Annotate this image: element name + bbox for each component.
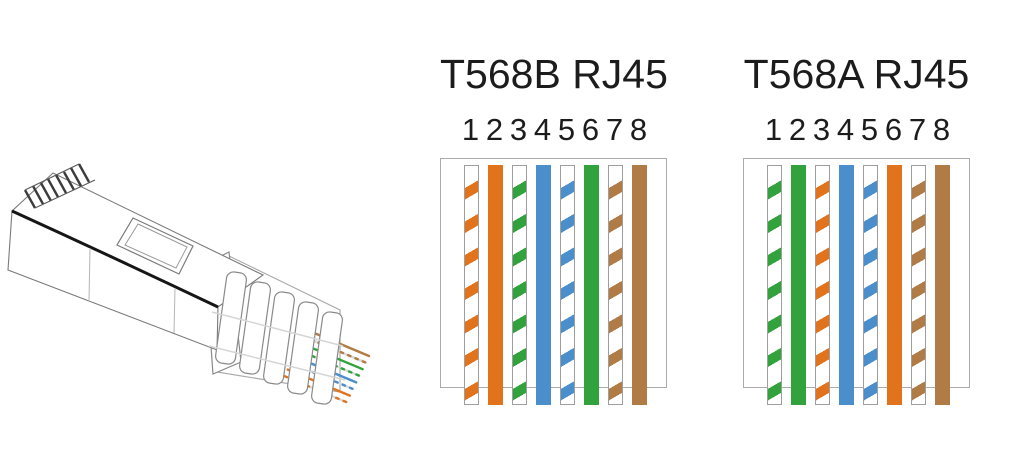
wire-white-green xyxy=(512,165,527,405)
pin-number-3: 3 xyxy=(509,112,528,147)
pin-number-5: 5 xyxy=(557,112,576,147)
pin-number-2: 2 xyxy=(485,112,504,147)
pin-number-5: 5 xyxy=(860,112,879,147)
boot-mold-line xyxy=(208,345,346,381)
boot-ribs xyxy=(215,271,343,405)
boot-mold-line xyxy=(211,311,344,347)
wire-green xyxy=(584,165,599,405)
wire-box xyxy=(440,158,667,405)
pin-number-7: 7 xyxy=(605,112,624,147)
pin-number-7: 7 xyxy=(908,112,927,147)
wire-white-orange xyxy=(815,165,830,405)
pin-number-4: 4 xyxy=(836,112,855,147)
wire-orange xyxy=(488,165,503,405)
latch-window-outer xyxy=(116,217,194,275)
wire-blue xyxy=(536,165,551,405)
pin-number-2: 2 xyxy=(788,112,807,147)
wire-green xyxy=(791,165,806,405)
pin-number-1: 1 xyxy=(461,112,480,147)
pin-number-3: 3 xyxy=(812,112,831,147)
front-panel-line xyxy=(173,287,176,334)
pin-number-8: 8 xyxy=(629,112,648,147)
wire-brown xyxy=(632,165,647,405)
contact-comb xyxy=(23,163,91,209)
wire-brown xyxy=(935,165,950,405)
pin-number-8: 8 xyxy=(932,112,951,147)
plug-front-edge xyxy=(11,209,219,309)
pin-number-6: 6 xyxy=(884,112,903,147)
wire-orange xyxy=(887,165,902,405)
comb-top-edge xyxy=(24,163,80,191)
wire-white-brown xyxy=(608,165,623,405)
wire-blue xyxy=(839,165,854,405)
comb-base-edge xyxy=(34,179,96,209)
wire-white-blue xyxy=(863,165,878,405)
diagram-title: T568A RJ45 xyxy=(743,51,970,97)
wire-white-orange xyxy=(464,165,479,405)
wire-white-brown xyxy=(911,165,926,405)
latch-window-inner xyxy=(124,223,188,269)
wire-white-green xyxy=(767,165,782,405)
front-panel-line xyxy=(88,247,91,302)
pin-number-1: 1 xyxy=(764,112,783,147)
wire-box xyxy=(743,158,970,405)
rj45-connector-illustration xyxy=(7,163,371,405)
pin-number-6: 6 xyxy=(581,112,600,147)
diagram-title: T568B RJ45 xyxy=(440,51,668,97)
pin-number-4: 4 xyxy=(533,112,552,147)
wire-white-blue xyxy=(560,165,575,405)
